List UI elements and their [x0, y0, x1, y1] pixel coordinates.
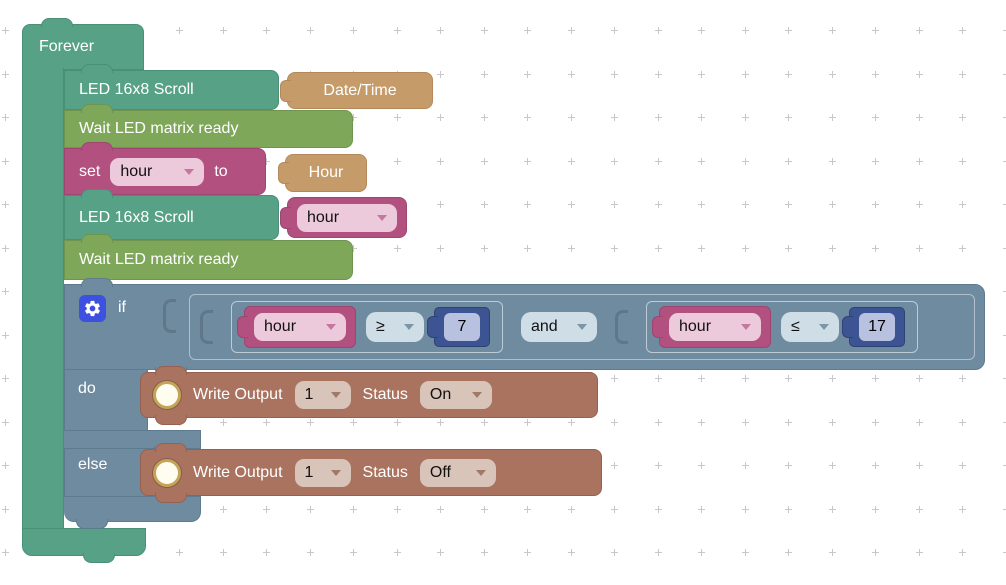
gear-icon[interactable] [79, 295, 106, 322]
variable-dropdown[interactable]: hour [297, 203, 397, 232]
if-label: if [118, 299, 126, 316]
operator-dropdown-value: ≥ [376, 318, 385, 335]
puzzle-notch [41, 18, 73, 27]
puzzle-notch [81, 234, 113, 243]
block-if[interactable]: if hour ≥ 7 [64, 278, 985, 377]
block-wait-led-2[interactable]: Wait LED matrix ready [64, 234, 353, 280]
output-dropdown-value: 1 [304, 463, 314, 481]
puzzle-notch [155, 366, 187, 375]
block-led-scroll-2[interactable]: LED 16x8 Scroll [64, 189, 279, 240]
variable-dropdown-value: hour [264, 318, 297, 335]
block-value-datetime[interactable]: Date/Time [280, 72, 433, 109]
status-label: Status [362, 386, 408, 403]
puzzle-notch [81, 142, 113, 151]
state-dropdown[interactable]: On [419, 381, 492, 409]
puzzle-notch [155, 443, 187, 452]
to-label: to [214, 162, 228, 180]
chevron-down-icon [819, 324, 829, 330]
chevron-down-icon [741, 324, 751, 330]
puzzle-tab [237, 316, 248, 338]
forever-spine [22, 68, 64, 530]
block-variable-hour[interactable]: hour [652, 306, 771, 348]
block-logic-and[interactable]: hour ≥ 7 and [189, 294, 975, 360]
wait-led-label: Wait LED matrix ready [79, 251, 239, 268]
block-wait-led-1[interactable]: Wait LED matrix ready [64, 104, 353, 148]
number-field[interactable]: 7 [444, 313, 480, 341]
wait-led-label: Wait LED matrix ready [79, 120, 239, 137]
led-indicator-icon [153, 381, 181, 409]
led-scroll-label: LED 16x8 Scroll [79, 81, 194, 98]
led-indicator-icon [153, 458, 181, 487]
chevron-down-icon [404, 324, 414, 330]
puzzle-tab [155, 493, 187, 503]
forever-foot [22, 528, 146, 563]
chevron-down-icon [377, 214, 387, 221]
block-forever[interactable]: Forever [22, 18, 144, 70]
block-variable-hour[interactable]: hour [237, 306, 356, 348]
output-dropdown-value: 1 [304, 386, 314, 403]
variable-dropdown-value: hour [307, 208, 340, 226]
puzzle-tab [155, 415, 187, 425]
datetime-label: Date/Time [323, 81, 397, 99]
logic-dropdown[interactable]: and [521, 312, 597, 342]
variable-dropdown[interactable]: hour [110, 157, 205, 186]
value-socket [163, 299, 176, 333]
else-label: else [78, 456, 108, 473]
variable-dropdown-value: hour [679, 318, 712, 335]
block-number[interactable]: 17 [842, 307, 905, 347]
block-led-scroll-1[interactable]: LED 16x8 Scroll [64, 64, 279, 110]
number-field[interactable]: 17 [859, 313, 895, 341]
chevron-down-icon [330, 469, 341, 476]
status-label: Status [362, 463, 408, 481]
puzzle-notch [81, 278, 113, 287]
puzzle-tab [278, 162, 289, 184]
output-dropdown[interactable]: 1 [294, 458, 351, 487]
write-output-label: Write Output [193, 386, 283, 403]
variable-dropdown[interactable]: hour [254, 313, 346, 341]
chevron-down-icon [577, 324, 587, 330]
block-compare-left[interactable]: hour ≥ 7 [231, 301, 503, 353]
logic-dropdown-value: and [531, 318, 558, 335]
state-dropdown-value: Off [429, 463, 451, 481]
puzzle-tab [280, 206, 291, 229]
output-dropdown[interactable]: 1 [294, 381, 351, 409]
led-scroll-label: LED 16x8 Scroll [79, 208, 194, 226]
puzzle-tab [76, 519, 108, 529]
state-dropdown-value: On [429, 386, 452, 403]
chevron-down-icon [326, 324, 336, 330]
block-value-hour[interactable]: Hour [278, 154, 367, 192]
puzzle-tab [652, 316, 663, 338]
block-set-variable[interactable]: set hour to [64, 142, 266, 195]
chevron-down-icon [475, 469, 486, 476]
block-compare-right[interactable]: hour ≤ 17 [646, 301, 918, 353]
variable-dropdown[interactable]: hour [669, 313, 761, 341]
chevron-down-icon [330, 392, 341, 398]
set-label: set [79, 162, 101, 180]
puzzle-tab [83, 553, 115, 563]
puzzle-notch [81, 64, 113, 73]
hour-value-label: Hour [308, 164, 344, 181]
chevron-down-icon [184, 168, 195, 175]
operator-dropdown-value: ≤ [791, 318, 800, 335]
value-socket [615, 310, 628, 344]
block-write-output-off[interactable]: Write Output 1 Status Off [140, 443, 602, 503]
operator-dropdown[interactable]: ≥ [366, 312, 424, 342]
puzzle-tab [842, 316, 853, 338]
block-write-output-on[interactable]: Write Output 1 Status On [140, 366, 598, 425]
value-socket [200, 310, 213, 344]
block-variable-hour[interactable]: hour [280, 197, 407, 238]
write-output-label: Write Output [193, 463, 283, 481]
puzzle-notch [81, 104, 113, 113]
puzzle-tab [427, 316, 438, 338]
forever-label: Forever [39, 38, 95, 55]
block-number[interactable]: 7 [427, 307, 490, 347]
state-dropdown[interactable]: Off [419, 458, 496, 487]
do-label: do [78, 380, 96, 397]
puzzle-tab [280, 79, 291, 102]
chevron-down-icon [471, 392, 482, 398]
puzzle-notch [81, 189, 113, 198]
operator-dropdown[interactable]: ≤ [781, 312, 839, 342]
variable-dropdown-value: hour [120, 162, 153, 180]
